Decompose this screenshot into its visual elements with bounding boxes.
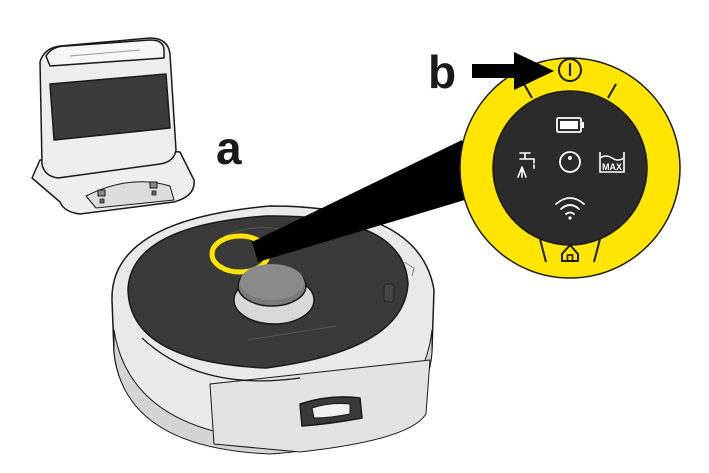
docking-station: [31, 37, 195, 215]
max-label: MAX: [602, 162, 622, 172]
label-b: b: [428, 46, 456, 98]
max-suction-icon: MAX: [599, 152, 625, 173]
home-icon[interactable]: [561, 244, 579, 262]
clean-mode-icon: [559, 151, 581, 173]
water-tap-icon: [517, 152, 535, 178]
arrow-to-power-icon: [472, 52, 554, 90]
power-icon[interactable]: [558, 58, 582, 82]
wifi-icon: [555, 197, 585, 220]
callout-beam: [252, 140, 478, 262]
battery-icon: [556, 117, 584, 133]
robot-vacuum: [111, 205, 435, 455]
label-a: a: [216, 122, 242, 174]
